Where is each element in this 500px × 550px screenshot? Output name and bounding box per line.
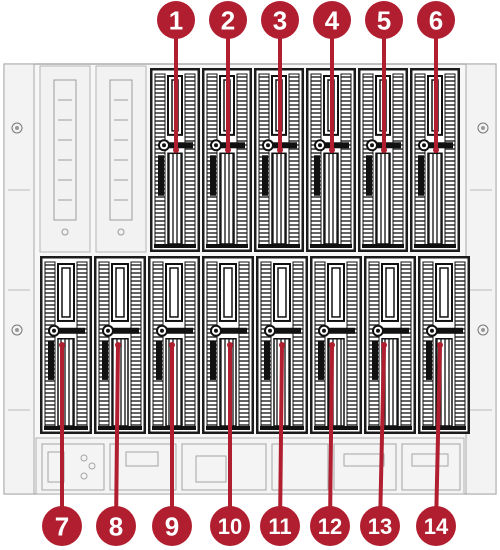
callout-10-badge: [210, 506, 250, 546]
callout-4-badge: [313, 1, 351, 39]
callout-11-anchor: [279, 342, 285, 348]
callout-7-badge: [42, 506, 82, 546]
callout-5-label: 5: [377, 5, 391, 35]
blank-bays: [39, 65, 147, 253]
callout-7-label: 7: [55, 511, 69, 541]
callout-3-badge: [261, 1, 299, 39]
callout-5-anchor: [381, 147, 387, 153]
callout-10-label: 10: [218, 514, 242, 539]
callout-6: 6: [417, 1, 455, 39]
callout-2-anchor: [225, 147, 231, 153]
callout-7-anchor: [59, 342, 65, 348]
callout-13: 13: [360, 506, 400, 546]
callout-3-anchor: [277, 147, 283, 153]
callout-6-anchor: [433, 147, 439, 153]
callout-2-badge: [209, 1, 247, 39]
callout-11-badge: [260, 506, 300, 546]
callout-8-badge: [96, 506, 136, 546]
bottom-module-strip: [35, 437, 465, 495]
callout-12-badge: [310, 506, 350, 546]
callout-12-leader: [328, 344, 334, 527]
callout-6-label: 6: [429, 5, 443, 35]
callout-2: 2: [209, 1, 247, 39]
callout-9-label: 9: [165, 511, 179, 541]
blade-bottom-1: [40, 256, 92, 434]
callout-13-leader: [378, 344, 386, 527]
callout-14-leader: [434, 344, 442, 527]
callout-1-label: 1: [169, 5, 183, 35]
callout-1-badge: [157, 1, 195, 39]
callout-11-label: 11: [268, 514, 291, 539]
callout-4-anchor: [329, 147, 335, 153]
callout-8-leader: [114, 344, 120, 527]
callout-3: 3: [261, 1, 299, 39]
callout-5-badge: [365, 1, 403, 39]
callout-11: 11: [260, 506, 300, 546]
callout-9-anchor: [169, 342, 175, 348]
blade-bottom-8: [418, 256, 470, 434]
callout-13-anchor: [381, 342, 387, 348]
callout-5: 5: [365, 1, 403, 39]
callout-12-label: 12: [318, 514, 342, 539]
callout-10: 10: [210, 506, 250, 546]
callout-10-anchor: [227, 342, 233, 348]
callout-12-anchor: [329, 342, 335, 348]
callout-8-label: 8: [109, 511, 123, 541]
callout-9: 9: [152, 506, 192, 546]
callout-12: 12: [310, 506, 350, 546]
callout-1-anchor: [173, 147, 179, 153]
callout-3-label: 3: [273, 5, 287, 35]
callout-4: 4: [313, 1, 351, 39]
blade-bottom-5: [256, 256, 308, 434]
callout-2-label: 2: [221, 5, 235, 35]
callout-8-anchor: [115, 342, 121, 348]
callout-11-leader: [278, 344, 284, 527]
callout-14-anchor: [437, 342, 443, 348]
callout-leaders: [59, 20, 443, 527]
callout-14-badge: [416, 506, 456, 546]
callout-13-label: 13: [368, 514, 392, 539]
callout-9-badge: [152, 506, 192, 546]
callout-13-badge: [360, 506, 400, 546]
callout-6-badge: [417, 1, 455, 39]
callout-7: 7: [42, 506, 82, 546]
callout-1: 1: [157, 1, 195, 39]
callout-8: 8: [96, 506, 136, 546]
blade-bottom-7: [364, 256, 416, 434]
callout-14-label: 14: [424, 514, 449, 539]
callout-14: 14: [416, 506, 456, 546]
blade-bottom-6: [310, 256, 362, 434]
blade-top-5: [358, 68, 408, 252]
callout-4-label: 4: [325, 5, 340, 35]
